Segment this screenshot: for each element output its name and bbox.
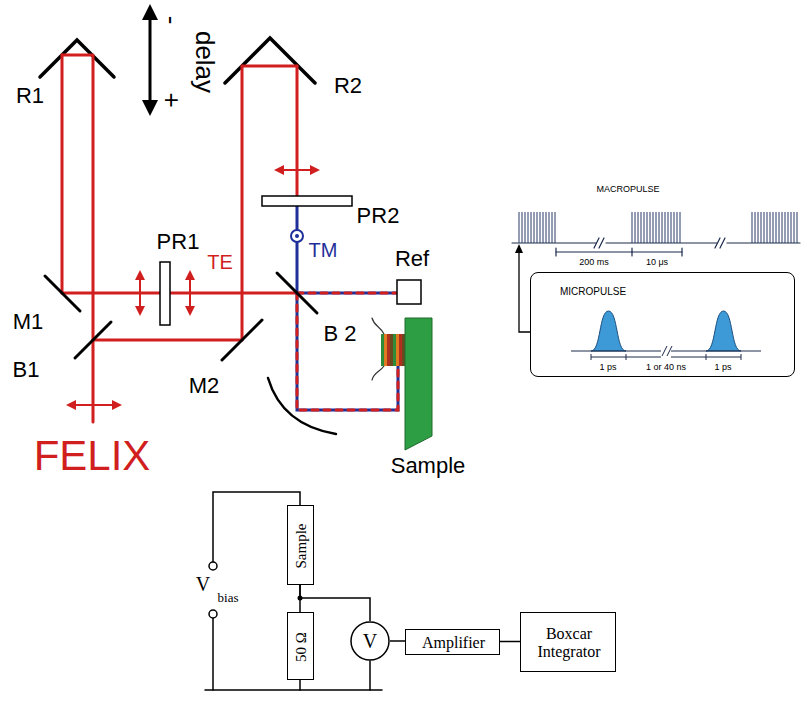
polarization-label: TM — [309, 239, 338, 261]
pulse-label: MACROPULSE — [596, 185, 659, 195]
circuit-wire — [390, 640, 405, 642]
reflector-label: R1 — [16, 84, 44, 108]
delay-arrow — [142, 4, 158, 116]
terminal — [209, 610, 217, 618]
junction-dot — [298, 596, 303, 601]
circuit-wire — [205, 492, 382, 690]
sample-plate: Sample — [372, 316, 484, 482]
node-text: Sample — [293, 524, 310, 569]
node-text: Sample — [391, 454, 466, 478]
polarizer-plate — [160, 262, 170, 325]
node-text: Amplifier — [422, 634, 485, 652]
node-text: 1 ps — [714, 363, 731, 373]
node-text: Boxcar Integrator — [527, 625, 611, 660]
polarization-arrowhead — [66, 165, 320, 410]
voltmeter-circle: V — [350, 621, 390, 661]
reflector-label: R2 — [334, 74, 362, 98]
mirror-label: M2 — [189, 374, 220, 398]
dimension-label: 10 μs — [646, 258, 668, 268]
parabolic-mirror — [268, 378, 336, 434]
laser-beam — [296, 206, 299, 293]
node-text: V — [363, 630, 377, 652]
polarizer-label: PR2 — [357, 204, 400, 228]
voltage-subscript: bias — [218, 591, 239, 605]
mirror-label: M1 — [13, 310, 44, 334]
zoom-arrow — [519, 252, 530, 332]
micropulse-box: MICROPULSE 1 ps 1 or 40 ns 1 ps — [530, 272, 795, 377]
polarization-symbol — [295, 234, 299, 238]
delay-sign: - — [158, 16, 187, 25]
voltage-symbol: V — [196, 573, 210, 595]
sample-layers — [381, 334, 405, 366]
splitter-label: B1 — [13, 358, 40, 382]
polarization-arrow — [72, 170, 314, 405]
node-text: 1 ps — [599, 363, 616, 373]
combined-beam — [297, 293, 398, 410]
beam-splitter — [75, 322, 111, 358]
node-text: Ref — [395, 247, 429, 271]
node-text: MICROPULSE — [560, 286, 626, 297]
node-text: 50 Ω — [293, 632, 310, 662]
beam-splitter — [277, 273, 317, 313]
circuit-wire — [500, 641, 520, 643]
amplifier-box: Amplifier — [405, 629, 500, 655]
polarizer-label: PR1 — [157, 230, 200, 254]
mirror — [222, 320, 262, 360]
laser-beam — [62, 55, 297, 422]
bond-wire — [372, 366, 384, 380]
polarization-label: TE — [207, 251, 233, 273]
delay-sign: + — [158, 92, 187, 107]
zoom-arrowhead — [515, 244, 523, 253]
resistor-box: Sample — [287, 505, 314, 585]
splitter-label: B 2 — [323, 322, 356, 346]
roof-reflector — [40, 40, 114, 77]
terminal — [209, 562, 217, 570]
detector-box: Ref — [395, 246, 425, 306]
delay-label: delay — [191, 31, 220, 93]
integrator-box: Boxcar Integrator — [520, 612, 616, 672]
dimension-label: 200 ms — [579, 258, 609, 268]
roof-reflector — [225, 38, 315, 83]
resistor-box: 50 Ω — [287, 612, 314, 680]
polarizer-plate — [262, 196, 352, 206]
source-label: FELIX — [34, 433, 151, 479]
macropulse-train — [519, 212, 797, 243]
bond-wire — [372, 318, 384, 334]
mirror — [45, 276, 80, 311]
node-text: 1 or 40 ns — [646, 363, 686, 373]
polarization-symbol — [291, 230, 303, 242]
